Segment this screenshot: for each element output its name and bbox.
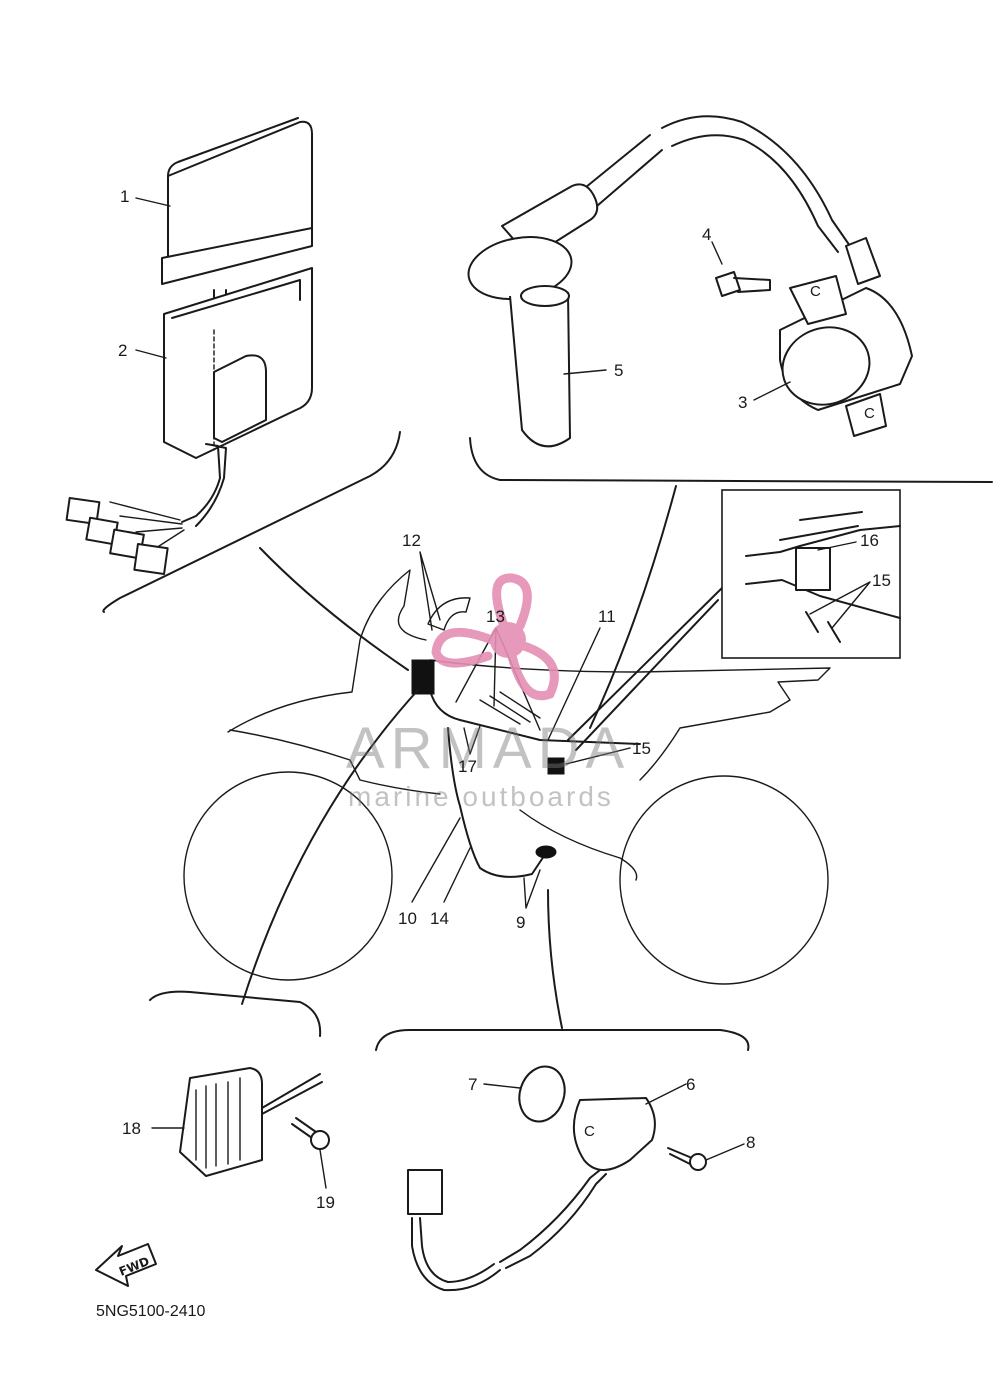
callout-10: 10 — [398, 909, 417, 928]
cdi-bracket — [163, 267, 313, 459]
watermark-brand: ARMADA — [346, 716, 630, 781]
arrow-coil — [589, 485, 677, 729]
callout-2: 2 — [118, 341, 127, 360]
callout-bracket-coil — [469, 437, 993, 483]
watermark: ARMADA marine outboards — [346, 573, 630, 812]
callout-13: 13 — [486, 607, 505, 626]
callout-bracket-sensor — [375, 1029, 750, 1051]
cdi-harness — [65, 443, 227, 575]
motorcycle-outline — [183, 569, 831, 985]
callout-14: 14 — [430, 909, 449, 928]
svg-text:C: C — [864, 405, 875, 422]
callout-numbers: 1 2 3 4 5 6 7 8 9 10 11 12 13 14 15 15 1… — [118, 187, 891, 1212]
callout-5: 5 — [614, 361, 623, 380]
callout-4: 4 — [702, 225, 711, 244]
rectifier-bolt — [291, 1117, 330, 1150]
callout-15-detail: 15 — [872, 571, 891, 590]
callout-17: 17 — [458, 757, 477, 776]
callout-11: 11 — [598, 607, 616, 626]
ignition-coil: C C — [779, 237, 913, 437]
bike-wiring — [411, 597, 641, 878]
svg-text:C: C — [584, 1123, 595, 1140]
callout-18: 18 — [122, 1119, 141, 1138]
diagram-code: 5NG5100-2410 — [96, 1303, 206, 1320]
watermark-tagline: marine outboards — [348, 781, 614, 812]
callout-7: 7 — [468, 1075, 477, 1094]
callout-leaders — [135, 197, 871, 1189]
coil-bolt — [715, 271, 771, 297]
fwd-arrow-icon: FWD — [95, 1243, 157, 1287]
detail-leader — [567, 587, 723, 751]
neutral-sensor: C — [407, 1097, 656, 1292]
plug-cap — [467, 115, 851, 448]
callout-3: 3 — [738, 393, 747, 412]
arrow-sensor — [547, 889, 563, 1029]
callout-8: 8 — [746, 1133, 755, 1152]
arrow-cdi — [259, 547, 409, 671]
sensor-bolt — [667, 1147, 707, 1171]
callout-12: 12 — [402, 531, 421, 550]
o-ring — [518, 1065, 566, 1123]
callout-6: 6 — [686, 1075, 695, 1094]
callout-bracket-rectifier — [149, 990, 322, 1037]
detail-inset — [721, 489, 901, 659]
callout-19: 19 — [316, 1193, 335, 1212]
callout-16: 16 — [860, 531, 879, 550]
callout-bracket-cdi — [102, 431, 401, 613]
callout-15: 15 — [632, 739, 651, 758]
callout-9: 9 — [516, 913, 525, 932]
cdi-unit — [161, 117, 313, 311]
callout-1: 1 — [120, 187, 129, 206]
svg-text:C: C — [810, 283, 821, 300]
arrow-rectifier — [241, 689, 419, 1005]
rectifier-regulator — [179, 1067, 323, 1177]
propeller-logo — [431, 573, 559, 701]
